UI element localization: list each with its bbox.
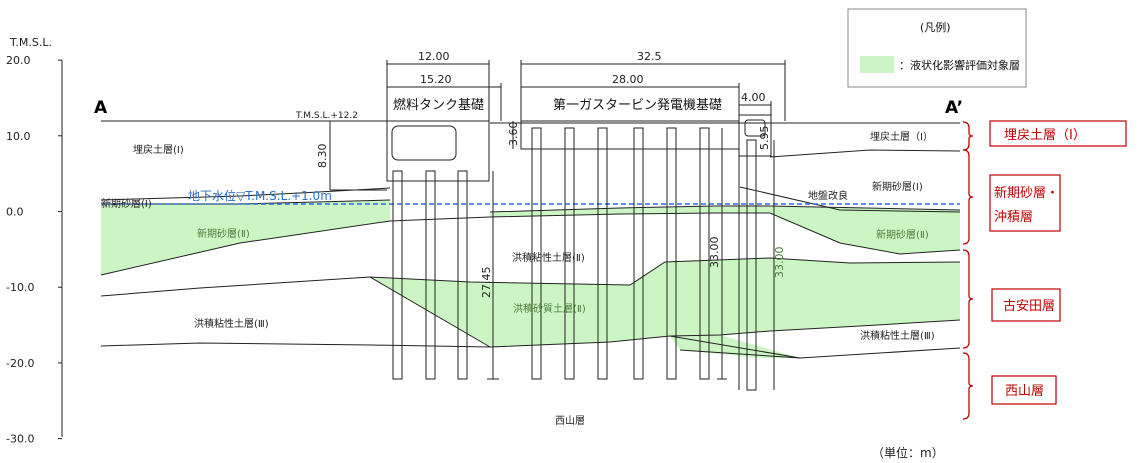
fuel-tank-body	[391, 125, 457, 161]
formation-labels: 埋戻土層（Ⅰ） 新期砂層・ 沖積層 古安田層 西山層	[989, 120, 1127, 405]
pile	[425, 170, 436, 380]
gas-turbine-foundation	[520, 114, 772, 391]
layer-new-sand-2-right-label: 新期砂層(Ⅱ)	[876, 228, 929, 241]
layer-nishiyama: 西山層	[555, 415, 585, 427]
unit-label: （単位：m）	[872, 445, 944, 460]
dim-33-00-right: 33.00	[773, 247, 786, 279]
elevation-axis: T.M.S.L. 20.0 10.0 0.0 -10.0 -20.0 -30.0	[6, 36, 63, 446]
clay-line-6	[679, 347, 961, 359]
dim-5-95: 5.95	[758, 126, 771, 151]
legend-swatch	[860, 56, 894, 73]
fill-base-right	[769, 149, 961, 158]
layer-new-sand-2-left-label: 新期砂層(Ⅱ)	[197, 227, 250, 240]
axis-tick-label: -20.0	[6, 357, 34, 370]
formation-fill: 埋戻土層（Ⅰ）	[1004, 128, 1086, 143]
formation-brackets	[962, 121, 974, 420]
elevation-label: T.M.S.L.+12.2	[295, 111, 358, 121]
clay-line-1	[100, 257, 961, 297]
liquefaction-layers	[101, 200, 960, 358]
axis-tick-label: -10.0	[6, 281, 34, 294]
layer-fill-left: 埋戻土層(Ⅰ)	[133, 143, 184, 156]
axis-tick-label: 20.0	[6, 54, 31, 67]
ground-improvement-label: 地盤改良	[808, 189, 848, 202]
legend: (凡例) ：液状化影響評価対象層	[847, 8, 1027, 88]
layer-new-sand-1-left: 新期砂層(Ⅰ)	[101, 197, 152, 210]
dimension-labels: 12.00 15.20 32.5 28.00 4.00 8.30 3.60 5.…	[316, 50, 786, 298]
improve-line	[739, 186, 961, 213]
clay-line-2	[489, 319, 961, 348]
dim-33-00-left: 33.00	[708, 237, 721, 269]
dim-4-00: 4.00	[741, 91, 766, 104]
legend-item-label: ：液状化影響評価対象層	[899, 58, 1020, 72]
sand-line-2	[489, 205, 961, 213]
gas-turbine-piles	[531, 127, 757, 391]
layer-new-sand-2-right	[490, 206, 960, 254]
dim-8-30: 8.30	[316, 144, 329, 169]
groundwater-label: 地下水位▽T.M.S.L.+1.0m	[188, 188, 332, 203]
layer-clay-2: 洪積粘性土層(Ⅱ)	[512, 251, 585, 264]
layer-diluvial-sand-2	[370, 258, 960, 347]
pile	[457, 170, 468, 380]
layer-new-sand-1-right: 新期砂層(Ⅰ)	[872, 180, 923, 193]
dim-32-5: 32.5	[637, 50, 662, 63]
formation-nishiyama: 西山層	[1005, 384, 1044, 399]
layer-new-sand-2-left	[101, 200, 390, 275]
formation-furuyasuda: 古安田層	[1003, 299, 1055, 314]
axis-tick-label: 0.0	[6, 206, 24, 219]
dim-27-45: 27.45	[480, 267, 493, 299]
dim-3-60: 3.60	[507, 122, 520, 147]
formation-new-sand-line2: 沖積層	[994, 210, 1033, 225]
axis-title: T.M.S.L.	[9, 36, 52, 49]
pile	[392, 170, 403, 380]
legend-title: (凡例)	[920, 20, 951, 34]
dim-12-00: 12.00	[418, 50, 450, 63]
layer-sand-2: 洪積砂質土層(Ⅱ)	[513, 302, 586, 315]
clay-line-5	[669, 335, 801, 359]
layer-clay-3-right: 洪積粘性土層(Ⅲ)	[860, 329, 935, 342]
section-end: A’	[945, 98, 963, 118]
fuel-tank-base	[386, 120, 490, 182]
clay-line-3	[100, 342, 491, 348]
gas-turbine-pit-inner	[744, 119, 766, 137]
section-start: A	[94, 98, 108, 118]
dim-28-00: 28.00	[612, 73, 644, 86]
fuel-tank-foundation	[300, 120, 490, 380]
axis-tick-label: -30.0	[6, 433, 34, 446]
dim-15-20: 15.20	[420, 73, 452, 86]
gas-turbine-label: 第一ガスタービン発電機基礎	[553, 98, 722, 113]
axis-tick-label: 10.0	[6, 130, 31, 143]
layer-clay-3-left: 洪積粘性土層(Ⅲ)	[194, 317, 269, 330]
formation-new-sand-line1: 新期砂層・	[994, 185, 1059, 201]
clay-line-4	[369, 276, 491, 348]
legend-box	[847, 8, 1027, 88]
fuel-tank-label: 燃料タンク基礎	[393, 97, 484, 113]
layer-fill-right: 埋戻土層（Ⅰ）	[870, 130, 933, 143]
dimension-lines	[329, 60, 786, 390]
gas-turbine-base	[520, 120, 740, 150]
